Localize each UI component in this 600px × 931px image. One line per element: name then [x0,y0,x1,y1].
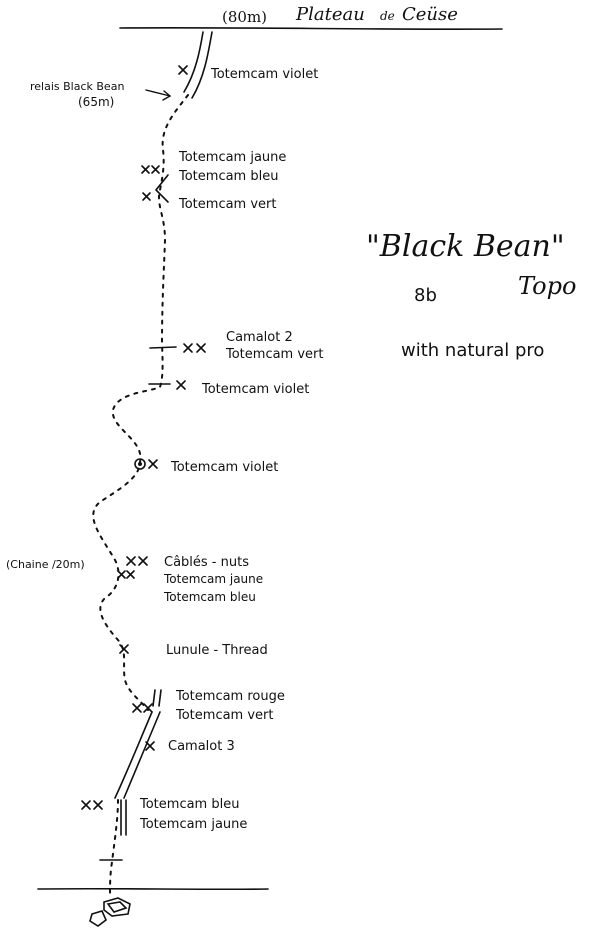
protection-label-6c: Totemcam bleu [163,590,256,604]
route-exit-crack [183,31,204,93]
protection-mark-5 [134,458,158,470]
protection-label-2b: Totemcam bleu [178,169,278,184]
protection-label-3a: Camalot 2 [226,330,293,345]
protection-mark-3 [149,343,206,353]
protection-label-8b: Totemcam vert [175,708,274,723]
topo-label: Topo [518,272,576,300]
chain-label: (Chaine /20m) [6,558,85,571]
protection-label-3b: Totemcam vert [225,347,324,362]
relay-label-line2: (65m) [78,95,114,109]
plateau-line [119,26,503,31]
ground-line [37,887,269,891]
route-exit-crack-2 [191,31,213,99]
protection-mark-6 [117,556,148,579]
route-title: "Black Bean" [366,229,565,264]
protection-label-6a: Câblés - nuts [164,555,249,570]
start-boulders-icon [89,897,131,927]
route-crack-lower-2 [123,711,161,799]
protection-mark-4 [148,380,186,390]
plateau-de: de [380,9,395,23]
protection-mark-9 [145,741,155,751]
relay-arrow-head [162,90,172,101]
protection-mark-7 [119,644,129,654]
protection-label-4a: Totemcam violet [201,382,309,397]
route-crack-lower [114,711,153,799]
route-line [92,94,189,711]
route-subtitle: with natural pro [401,340,544,361]
protection-label-10b: Totemcam jaune [139,817,247,832]
protection-label-2a: Totemcam jaune [178,150,286,165]
protection-mark-2 [141,165,169,203]
relay-label-line1: relais Black Bean [30,80,124,93]
route-grade: 8b [414,285,437,306]
relay-arrow-shaft [145,89,171,97]
protection-label-8a: Totemcam rouge [175,689,285,704]
protection-label-9a: Camalot 3 [168,739,235,754]
protection-mark-10 [81,799,127,861]
route-start-line [109,799,119,896]
protection-label-10a: Totemcam bleu [139,797,239,812]
protection-label-6b: Totemcam jaune [163,572,263,586]
protection-label-2c: Totemcam vert [178,197,277,212]
protection-mark-1 [178,65,188,75]
plateau-label: Plateau [295,4,365,25]
protection-label-1a: Totemcam violet [210,67,318,82]
plateau-elevation: (80m) [222,8,267,26]
plateau-location: Ceüse [402,4,458,25]
protection-label-5a: Totemcam violet [170,460,278,475]
protection-label-7a: Lunule - Thread [166,643,268,658]
protection-mark-8 [132,689,162,713]
